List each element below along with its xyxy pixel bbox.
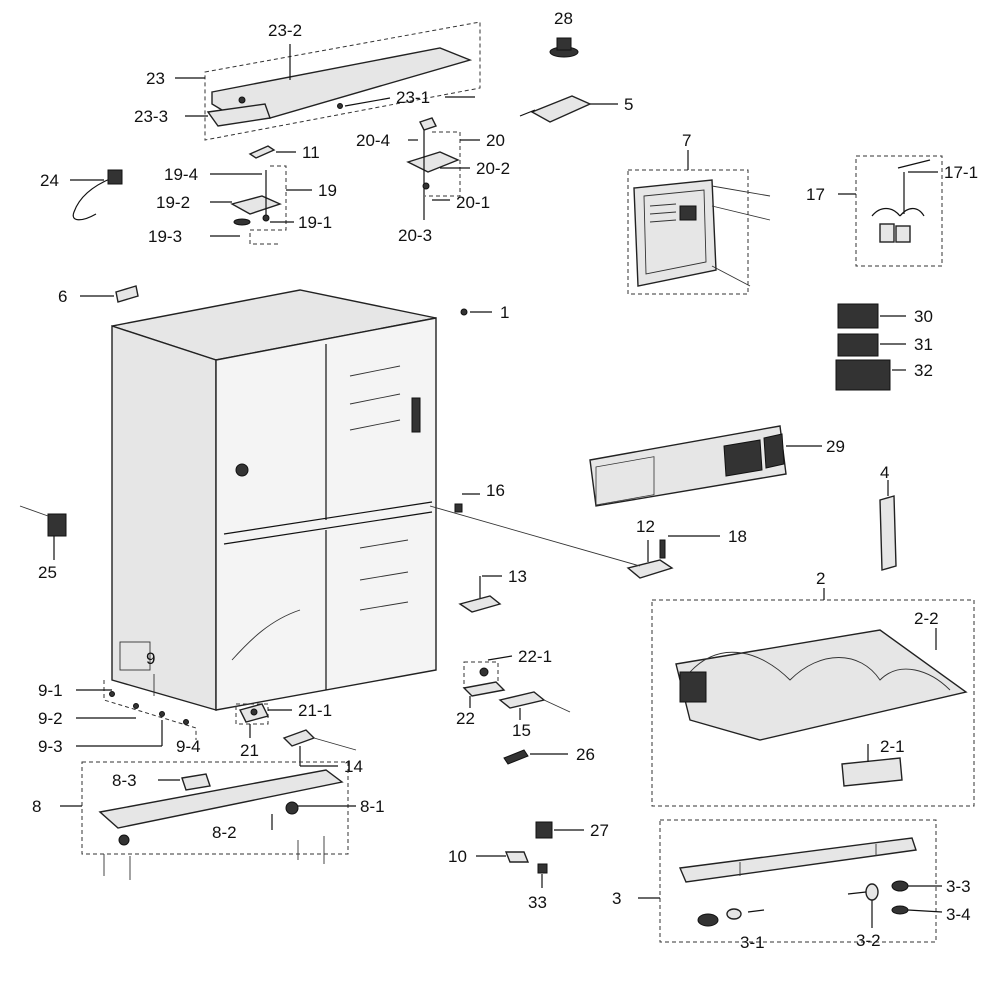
label-25: 25 (38, 563, 57, 582)
label-24: 24 (40, 171, 59, 190)
part-21-bracket (235, 703, 292, 738)
part-6-bracket (80, 285, 139, 303)
part-27-clip (535, 821, 584, 839)
label-3-1: 3-1 (740, 933, 765, 952)
label-19-1: 19-1 (298, 213, 332, 232)
part-20-upper-hinge (406, 117, 480, 220)
part-13-hinge (458, 575, 502, 613)
label-9-3: 9-3 (38, 737, 63, 756)
label-20-1: 20-1 (456, 193, 490, 212)
label-3: 3 (612, 889, 621, 908)
part-24-power-cord (70, 169, 123, 221)
label-33: 33 (528, 893, 547, 912)
label-27: 27 (590, 821, 609, 840)
label-6: 6 (58, 287, 67, 306)
part-19-hinge (210, 165, 312, 245)
label-23: 23 (146, 69, 165, 88)
label-12: 12 (636, 517, 655, 536)
part-7-control-panel (627, 150, 771, 295)
label-16: 16 (486, 481, 505, 500)
label-8-1: 8-1 (360, 797, 385, 816)
part-23-top-cover (175, 21, 481, 141)
label-9: 9 (146, 649, 155, 668)
label-18: 18 (728, 527, 747, 546)
label-17-1: 17-1 (944, 163, 978, 182)
label-7: 7 (682, 131, 691, 150)
label-11: 11 (302, 143, 320, 162)
part-31-cover (837, 333, 906, 357)
label-23-2: 23-2 (268, 21, 302, 40)
label-19-4: 19-4 (164, 165, 198, 184)
label-15: 15 (512, 721, 531, 740)
label-20-2: 20-2 (476, 159, 510, 178)
part-14-bracket (282, 729, 357, 767)
label-3-3: 3-3 (946, 877, 971, 896)
part-9-feet (76, 674, 197, 747)
label-2-2: 2-2 (914, 609, 939, 628)
label-1: 1 (500, 303, 509, 322)
part-11-pin (248, 145, 296, 159)
part-26-screw (503, 749, 568, 765)
part-28-knob (549, 37, 579, 58)
part-12-center-hinge (429, 505, 674, 579)
label-8-3: 8-3 (112, 771, 137, 790)
label-8: 8 (32, 797, 41, 816)
label-20-4: 20-4 (356, 131, 390, 150)
label-5: 5 (624, 95, 633, 114)
label-14: 14 (344, 757, 363, 776)
label-29: 29 (826, 437, 845, 456)
part-3-rear-base (638, 819, 943, 943)
label-2: 2 (816, 569, 825, 588)
part-10-lever (476, 851, 530, 863)
label-20: 20 (486, 131, 505, 150)
part-32-cover (835, 359, 906, 391)
label-21-1: 21-1 (298, 701, 332, 720)
part-29-grille (589, 425, 822, 507)
part-16-screw (454, 493, 480, 513)
label-9-1: 9-1 (38, 681, 63, 700)
label-10: 10 (448, 847, 467, 866)
label-8-2: 8-2 (212, 823, 237, 842)
label-23-3: 23-3 (134, 107, 168, 126)
label-26: 26 (576, 745, 595, 764)
label-32: 32 (914, 361, 933, 380)
label-9-2: 9-2 (38, 709, 63, 728)
label-19: 19 (318, 181, 337, 200)
part-30-cover (837, 303, 906, 329)
part-17-assembly (838, 155, 943, 267)
label-20-3: 20-3 (398, 226, 432, 245)
label-2-1: 2-1 (880, 737, 905, 756)
part-8-front-base (60, 761, 356, 880)
part-5-hinge-bracket (519, 95, 618, 123)
part-4-rail (879, 480, 897, 571)
label-31: 31 (914, 335, 933, 354)
part-33-screw (537, 863, 548, 888)
label-23-1: 23-1 (396, 88, 430, 107)
part-2-base-assembly (651, 588, 975, 807)
label-30: 30 (914, 307, 933, 326)
label-3-2: 3-2 (856, 931, 881, 950)
label-19-3: 19-3 (148, 227, 182, 246)
part-18-pin (659, 535, 720, 559)
label-13: 13 (508, 567, 527, 586)
label-19-2: 19-2 (156, 193, 190, 212)
part-22-bracket (462, 655, 513, 708)
label-28: 28 (554, 9, 573, 28)
part-25-switch (19, 505, 67, 560)
label-9-4: 9-4 (176, 737, 201, 756)
part-1-cabinet (111, 289, 492, 711)
part-15-roller (498, 691, 571, 720)
label-17: 17 (806, 185, 825, 204)
label-21: 21 (240, 741, 259, 760)
label-4: 4 (880, 463, 889, 482)
label-22: 22 (456, 709, 475, 728)
label-3-4: 3-4 (946, 905, 971, 924)
label-22-1: 22-1 (518, 647, 552, 666)
